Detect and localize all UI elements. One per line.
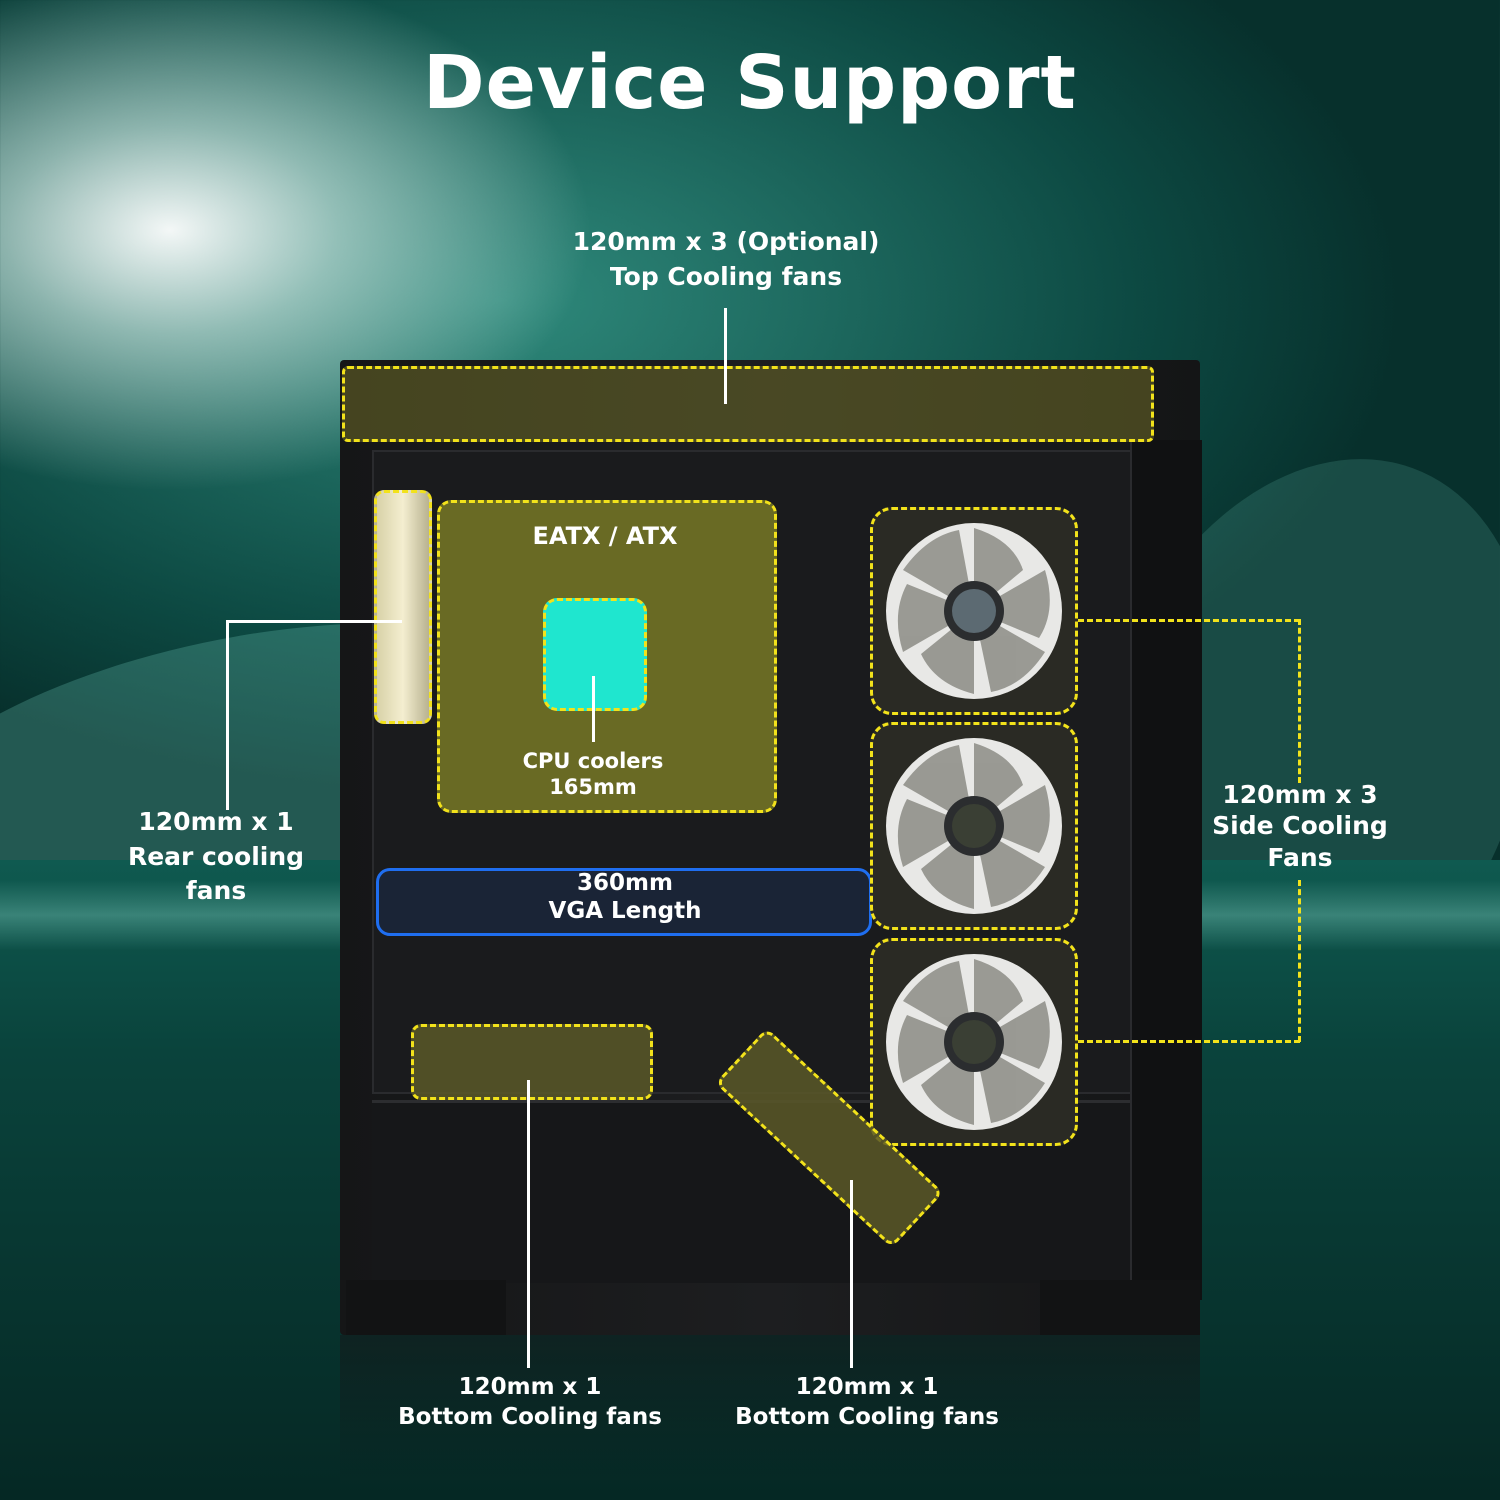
side-fan bbox=[870, 507, 1078, 715]
leader-line-cpu bbox=[592, 676, 595, 742]
top-fan-mount bbox=[342, 366, 1154, 442]
bottom-fan bbox=[411, 1024, 653, 1100]
case-reflection bbox=[340, 1335, 1200, 1485]
side-fan-bracket bbox=[1298, 619, 1301, 783]
side-fan-bracket bbox=[1078, 1040, 1300, 1043]
rear-fan bbox=[374, 490, 432, 724]
cpu-cooler-label: CPU coolers 165mm bbox=[522, 749, 664, 800]
case-foot bbox=[346, 1280, 506, 1335]
cable-management-strip bbox=[1130, 440, 1202, 1300]
side-fan bbox=[870, 938, 1078, 1146]
side-fans-label: 120mm x 3 Side Cooling Fans bbox=[1212, 780, 1388, 872]
motherboard-label: EATX / ATX bbox=[532, 522, 678, 550]
leader-line-bottom-right bbox=[850, 1180, 853, 1368]
side-fan-bracket bbox=[1298, 880, 1301, 1042]
leader-line-top bbox=[724, 308, 727, 404]
top-fans-label: 120mm x 3 (Optional) Top Cooling fans bbox=[572, 227, 880, 291]
page-title: Device Support bbox=[423, 40, 1077, 126]
leader-line-rear bbox=[226, 620, 229, 810]
leader-line-rear bbox=[226, 620, 402, 623]
side-fan-bracket bbox=[1078, 619, 1300, 622]
rear-fans-label: 120mm x 1 Rear cooling fans bbox=[127, 807, 305, 905]
bottom-fans-right-label: 120mm x 1 Bottom Cooling fans bbox=[735, 1374, 999, 1430]
side-fan bbox=[870, 722, 1078, 930]
bottom-fans-left-label: 120mm x 1 Bottom Cooling fans bbox=[398, 1374, 662, 1430]
vga-length-label: 360mm VGA Length bbox=[548, 870, 702, 924]
cpu-cooler-area bbox=[543, 598, 647, 711]
case-foot bbox=[1040, 1280, 1200, 1335]
vga-length-area bbox=[376, 868, 872, 936]
leader-line-bottom-left bbox=[527, 1080, 530, 1368]
